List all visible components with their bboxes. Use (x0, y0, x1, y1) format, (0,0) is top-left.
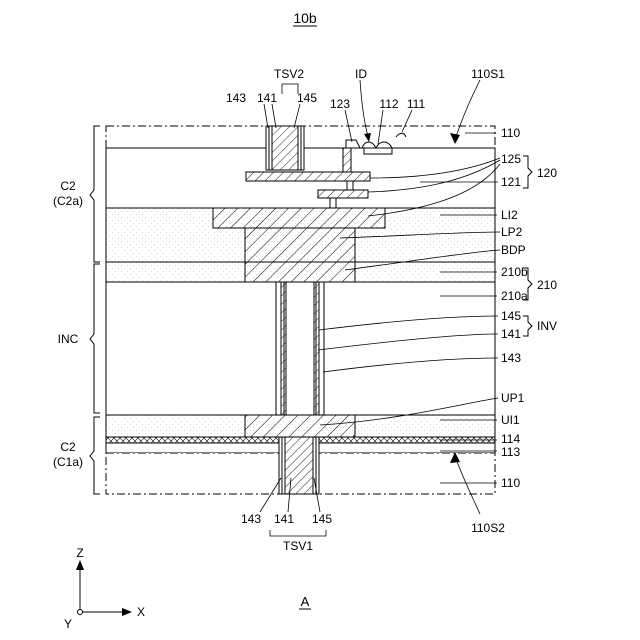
label-210: 210 (537, 278, 557, 292)
label-110-top: 110 (501, 126, 520, 140)
label-143-mid: 143 (501, 351, 521, 365)
label-c2a: (C2a) (53, 194, 83, 208)
label-143-top: 143 (226, 91, 246, 105)
label-110s2: 110S2 (471, 521, 505, 535)
label-inc: INC (58, 332, 79, 346)
tsv2-via (266, 126, 304, 170)
label-c2-bot: C2 (60, 440, 76, 454)
label-111: 111 (407, 97, 426, 111)
label-up1: UP1 (501, 391, 525, 405)
bdp-pad (245, 228, 355, 282)
label-110s1: 110S1 (471, 67, 505, 81)
label-id: ID (355, 67, 367, 81)
label-120: 120 (537, 166, 557, 180)
label-tsv2: TSV2 (274, 67, 304, 81)
label-141-bot: 141 (274, 512, 294, 526)
label-125: 125 (501, 152, 521, 166)
left-braces (90, 126, 100, 494)
figure-title: 10b (293, 10, 317, 26)
label-210a: 210a (501, 289, 528, 303)
label-112: 112 (379, 97, 398, 111)
label-141-top: 141 (257, 91, 277, 105)
label-145-bot: 145 (312, 512, 332, 526)
label-ui1: UI1 (501, 413, 520, 427)
label-141-mid: 141 (501, 327, 521, 341)
label-114: 114 (501, 432, 520, 446)
axis-z-label: Z (76, 546, 83, 560)
axis-y-label: Y (64, 617, 72, 631)
label-inv: INV (537, 319, 557, 333)
label-210b: 210b (501, 265, 528, 279)
label-121: 121 (501, 175, 521, 189)
label-lp2: LP2 (501, 225, 523, 239)
label-li2: LI2 (501, 208, 518, 222)
label-c1a: (C1a) (53, 455, 83, 469)
label-tsv1: TSV1 (283, 539, 313, 553)
label-143-bot: 143 (241, 512, 261, 526)
up1-pad (245, 415, 355, 437)
label-c2-top: C2 (60, 179, 76, 193)
tsv1-via (279, 437, 319, 494)
label-113: 113 (501, 445, 520, 459)
label-bdp: BDP (501, 243, 526, 257)
label-110-bot: 110 (501, 476, 520, 490)
axis-indicator: Z X Y (64, 546, 145, 631)
label-145-mid: 145 (501, 309, 521, 323)
figure-caption: A (301, 594, 310, 609)
label-123: 123 (330, 97, 350, 111)
axis-x-label: X (137, 605, 145, 619)
label-145-top: 145 (297, 91, 317, 105)
inv-via (276, 282, 324, 415)
